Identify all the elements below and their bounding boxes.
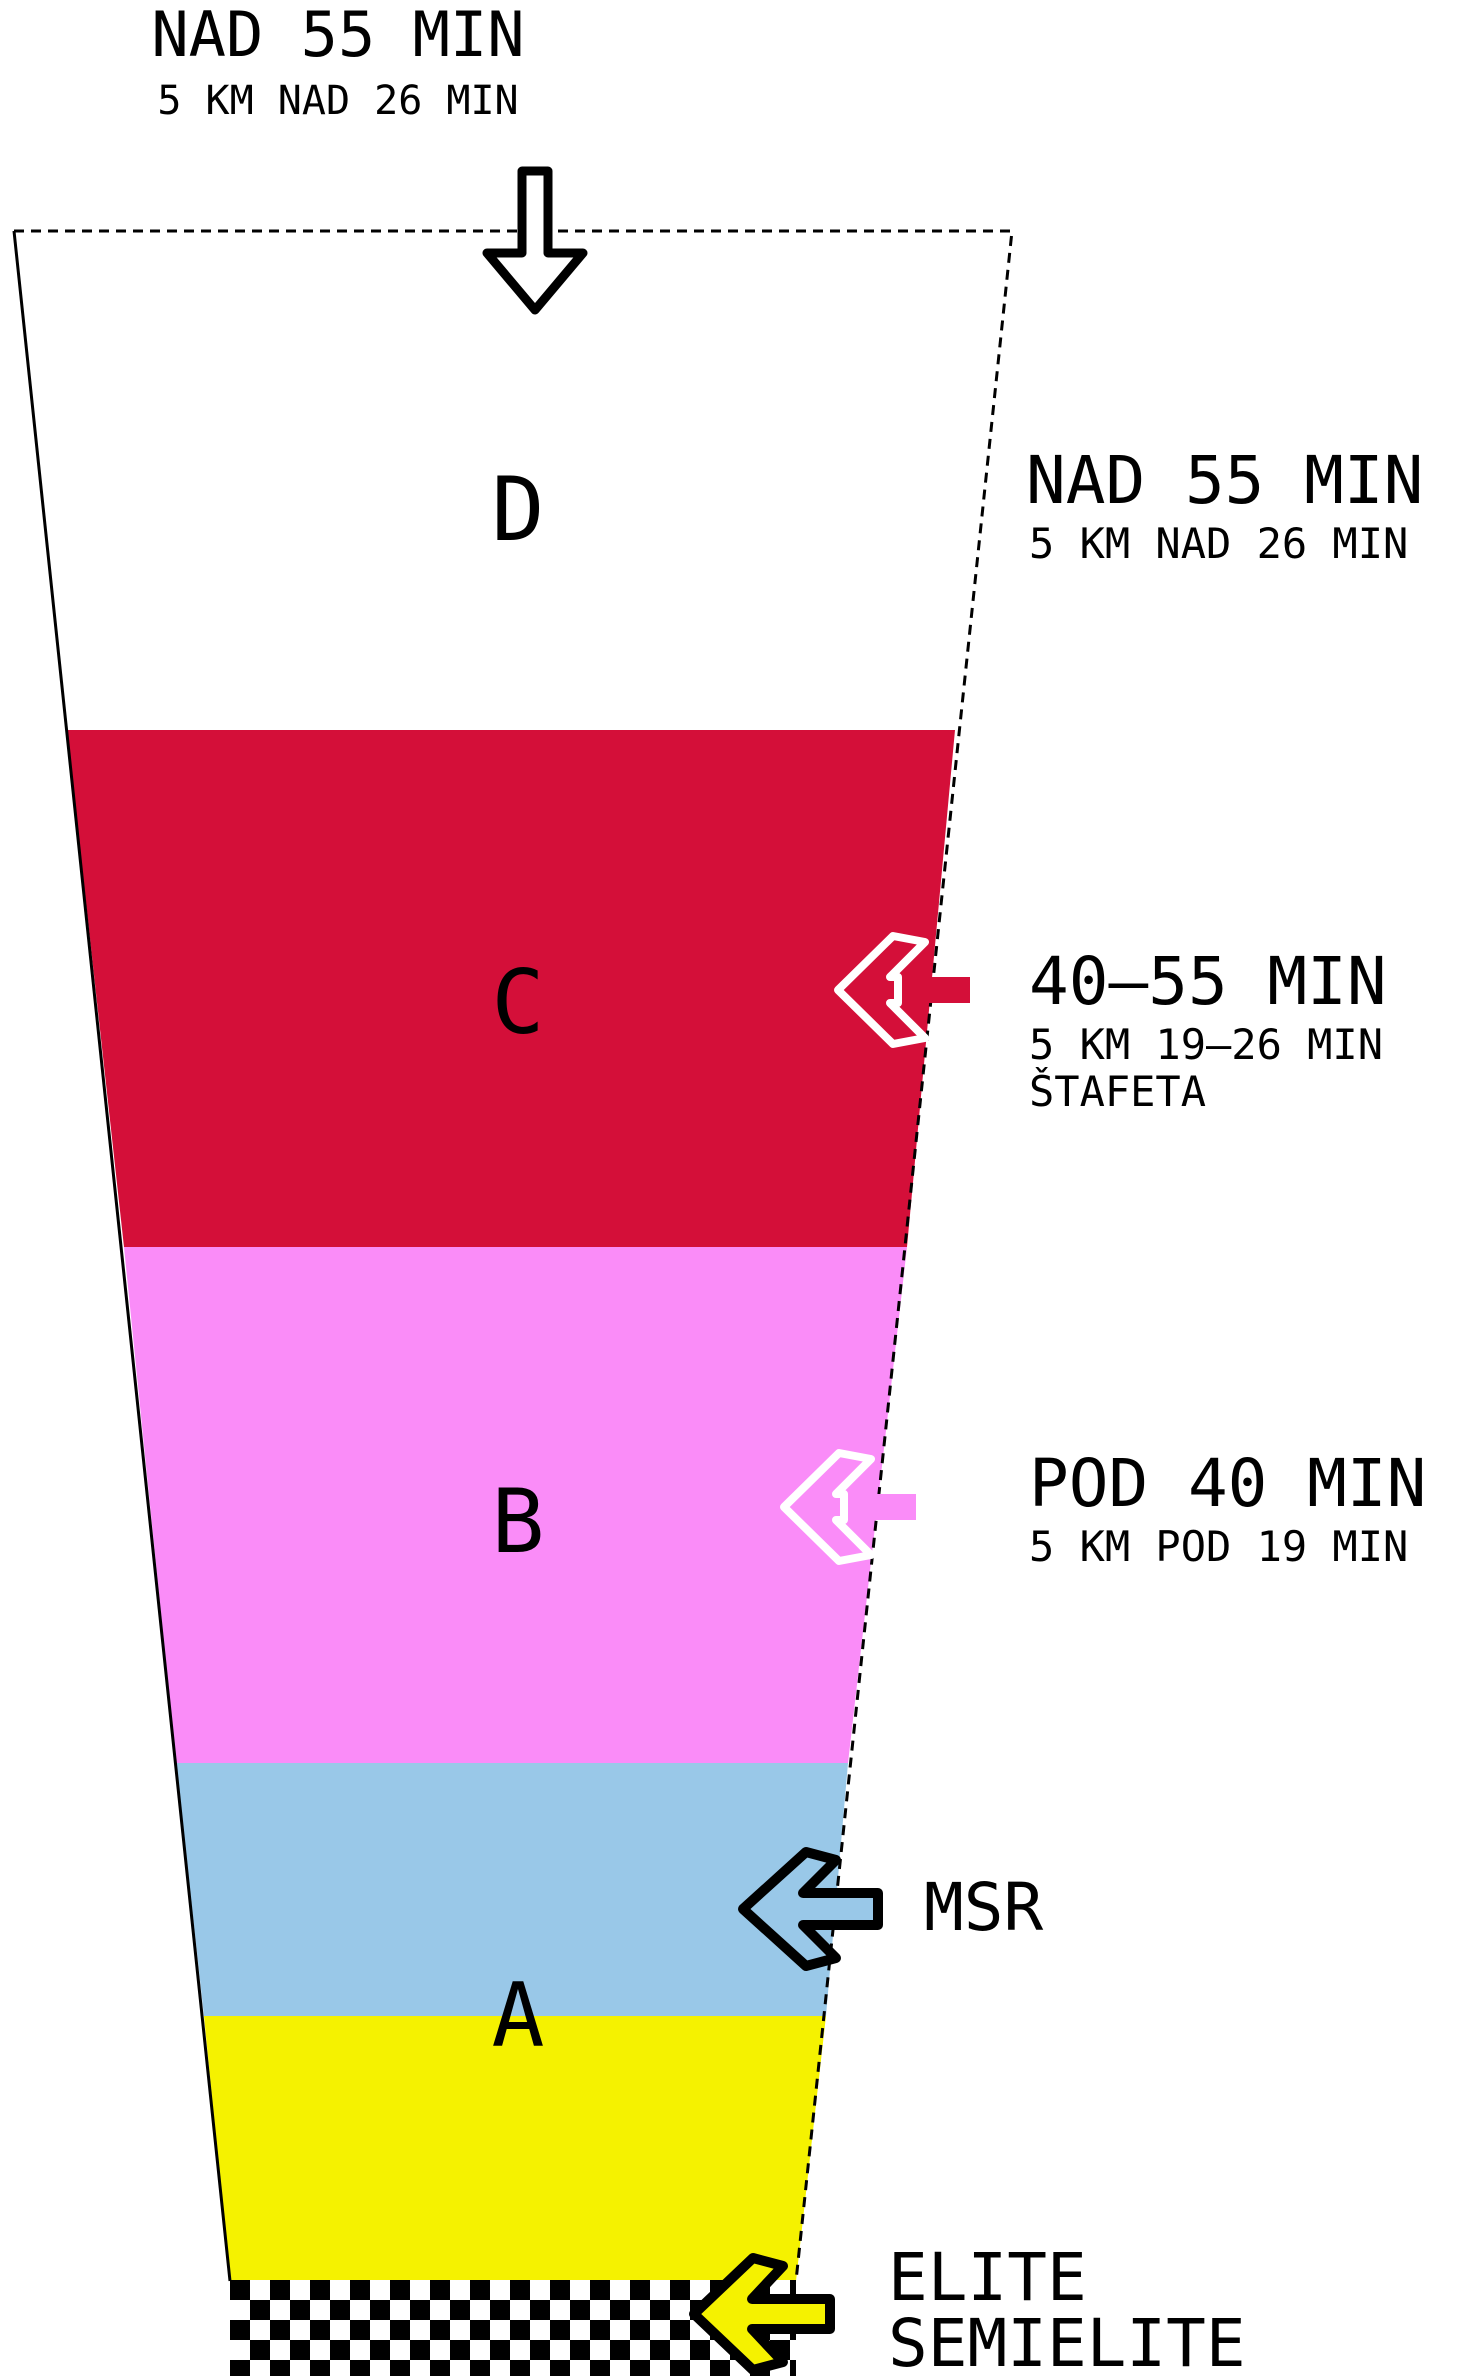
label-finish-line-1: ELITE xyxy=(888,2239,1087,2316)
arrow-b-shaft xyxy=(846,1494,916,1520)
label-c-line-2: ŠTAFETA xyxy=(1029,1066,1206,1116)
label-d-line-1: 5 KM NAD 26 MIN xyxy=(1029,519,1408,568)
label-b-line-1: 5 KM POD 19 MIN xyxy=(1029,1522,1408,1571)
funnel-left-edge xyxy=(12,230,232,2282)
label-b-title: POD 40 MIN xyxy=(1029,1445,1426,1522)
label-finish-line-2: SEMIELITE xyxy=(888,2305,1246,2380)
label-c-title: 40–55 MIN xyxy=(1029,943,1387,1020)
arrow-left-icon-b xyxy=(780,1449,875,1565)
group-letter-b: B xyxy=(492,1470,545,1573)
band-d xyxy=(14,231,1012,730)
label-d-title: NAD 55 MIN xyxy=(1026,442,1423,519)
band-a-lower xyxy=(204,2016,826,2281)
band-c xyxy=(67,730,955,1247)
funnel-dashed-edge xyxy=(14,229,1014,2282)
arrow-down-icon xyxy=(482,166,588,315)
group-letter-d: D xyxy=(492,458,545,561)
band-b xyxy=(124,1247,907,1763)
entry-title: NAD 55 MIN xyxy=(151,0,524,71)
entry-subtitle: 5 KM NAD 26 MIN xyxy=(157,78,518,124)
band-a-upper xyxy=(176,1763,848,2016)
arrow-c-shaft xyxy=(900,977,970,1003)
arrow-left-icon-c xyxy=(834,932,929,1048)
arrow-left-icon-finish xyxy=(689,2253,835,2375)
arrow-left-icon-msr xyxy=(738,1847,883,1971)
label-c-line-1: 5 KM 19–26 MIN xyxy=(1029,1020,1383,1069)
group-letter-c: C xyxy=(492,951,545,1054)
group-letter-a: A xyxy=(492,1964,545,2067)
label-msr: MSR xyxy=(924,1869,1043,1946)
